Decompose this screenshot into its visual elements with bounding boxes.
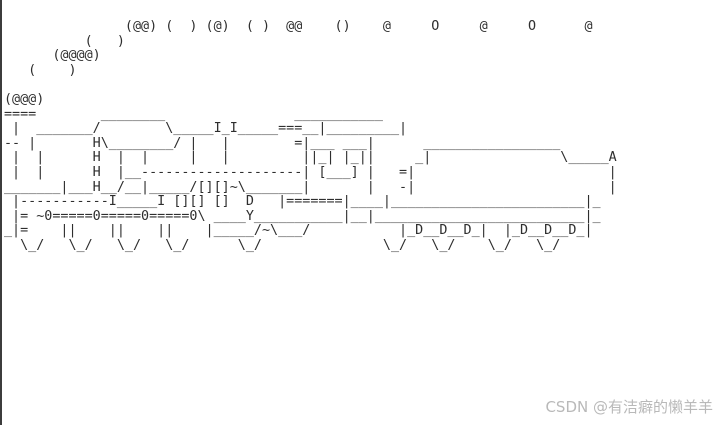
terminal-line: \_/ \_/ \_/ \_/ \_/ \_/ \_/ \_/ \_/: [4, 237, 561, 253]
terminal-line: | _______/ \_____I_I_____===__|_________…: [4, 121, 408, 137]
terminal-line: | | H | | | | ||_| |_|| _| \_____A: [4, 150, 617, 166]
terminal-line: (@@) ( ) (@) ( ) @@ () @ O @ O @: [4, 19, 593, 34]
terminal-line: (@@@): [4, 91, 45, 107]
terminal-line: ( ): [4, 33, 125, 49]
terminal-line: ==== ________ ___________: [4, 106, 383, 122]
csdn-watermark: CSDN @有洁癖的懒羊羊: [545, 398, 713, 416]
terminal-line: |= ~0=====0=====0=====0\ ____Y__________…: [4, 208, 601, 224]
terminal-line: (@@@@): [4, 48, 101, 64]
terminal-line: _|= || || || |_____/~\___/ |_D__D__D_| |…: [4, 223, 593, 239]
terminal-line: |-----------I_____I [][] [] D |=======|_…: [4, 194, 601, 210]
terminal-line: -- | H\________/ | | =|___ ___| ________…: [4, 135, 561, 151]
terminal-line: | | H |__--------------------| [___] | =…: [4, 164, 617, 180]
terminal-output: (@@) ( ) (@) ( ) @@ () @ O @ O @ ( ) (@@…: [4, 19, 617, 254]
terminal-line: ( ): [4, 62, 77, 78]
terminal-line: _______|___H__/__|_____/[][]~\_______| |…: [4, 179, 617, 195]
window-left-border: [0, 0, 2, 425]
